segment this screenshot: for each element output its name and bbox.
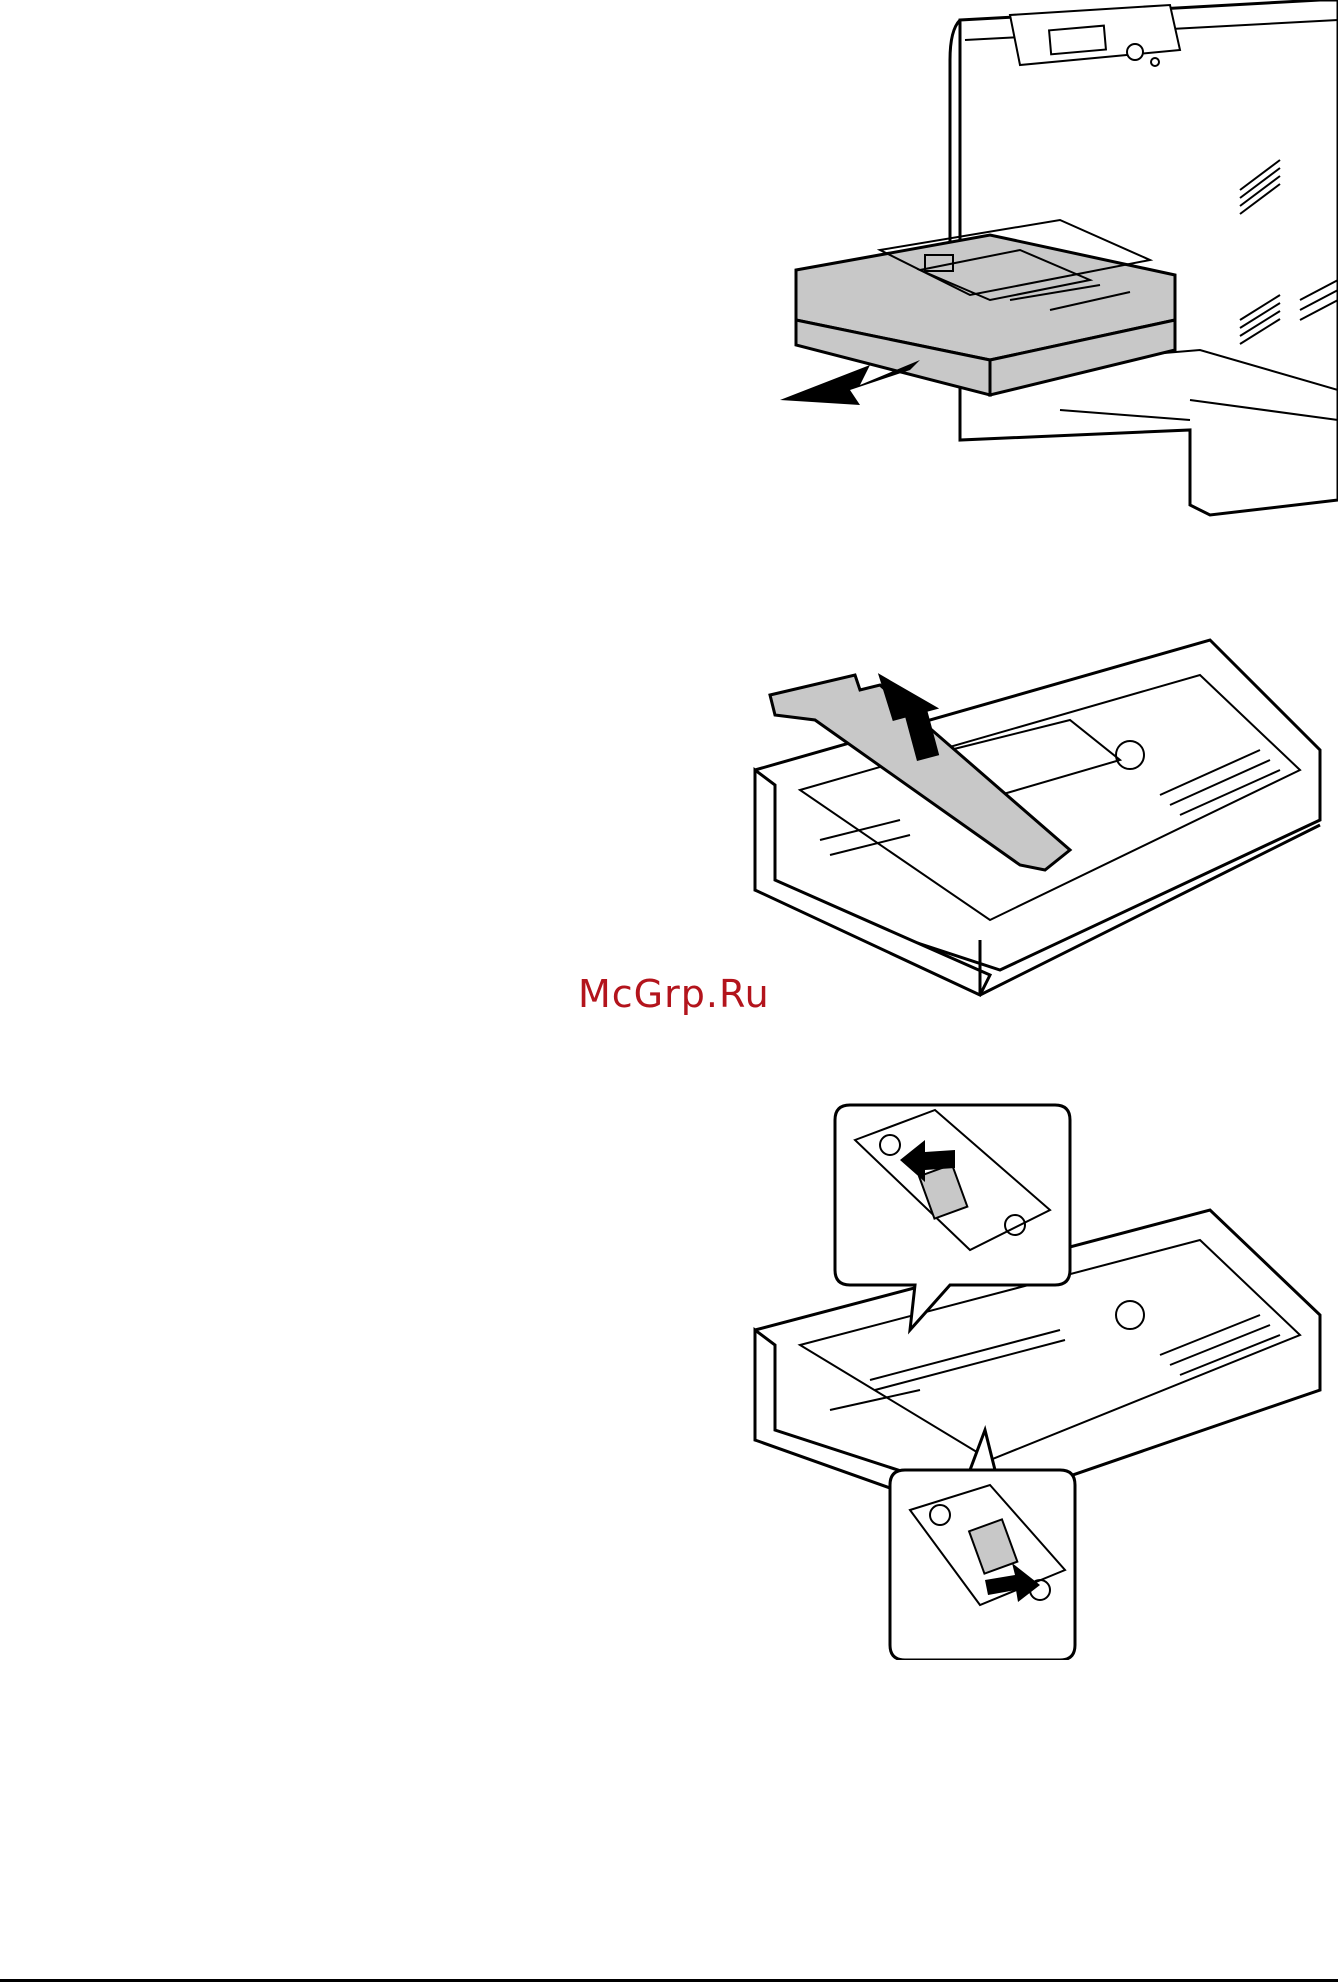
- remove-tray-cover-illustration: [740, 620, 1338, 1020]
- pull-out-tray-illustration: [760, 0, 1338, 520]
- tray-guide-lock-illustration: [740, 1090, 1338, 1660]
- watermark-text: McGrp.Ru: [578, 972, 770, 1016]
- page-bottom-rule: [0, 1979, 1338, 1982]
